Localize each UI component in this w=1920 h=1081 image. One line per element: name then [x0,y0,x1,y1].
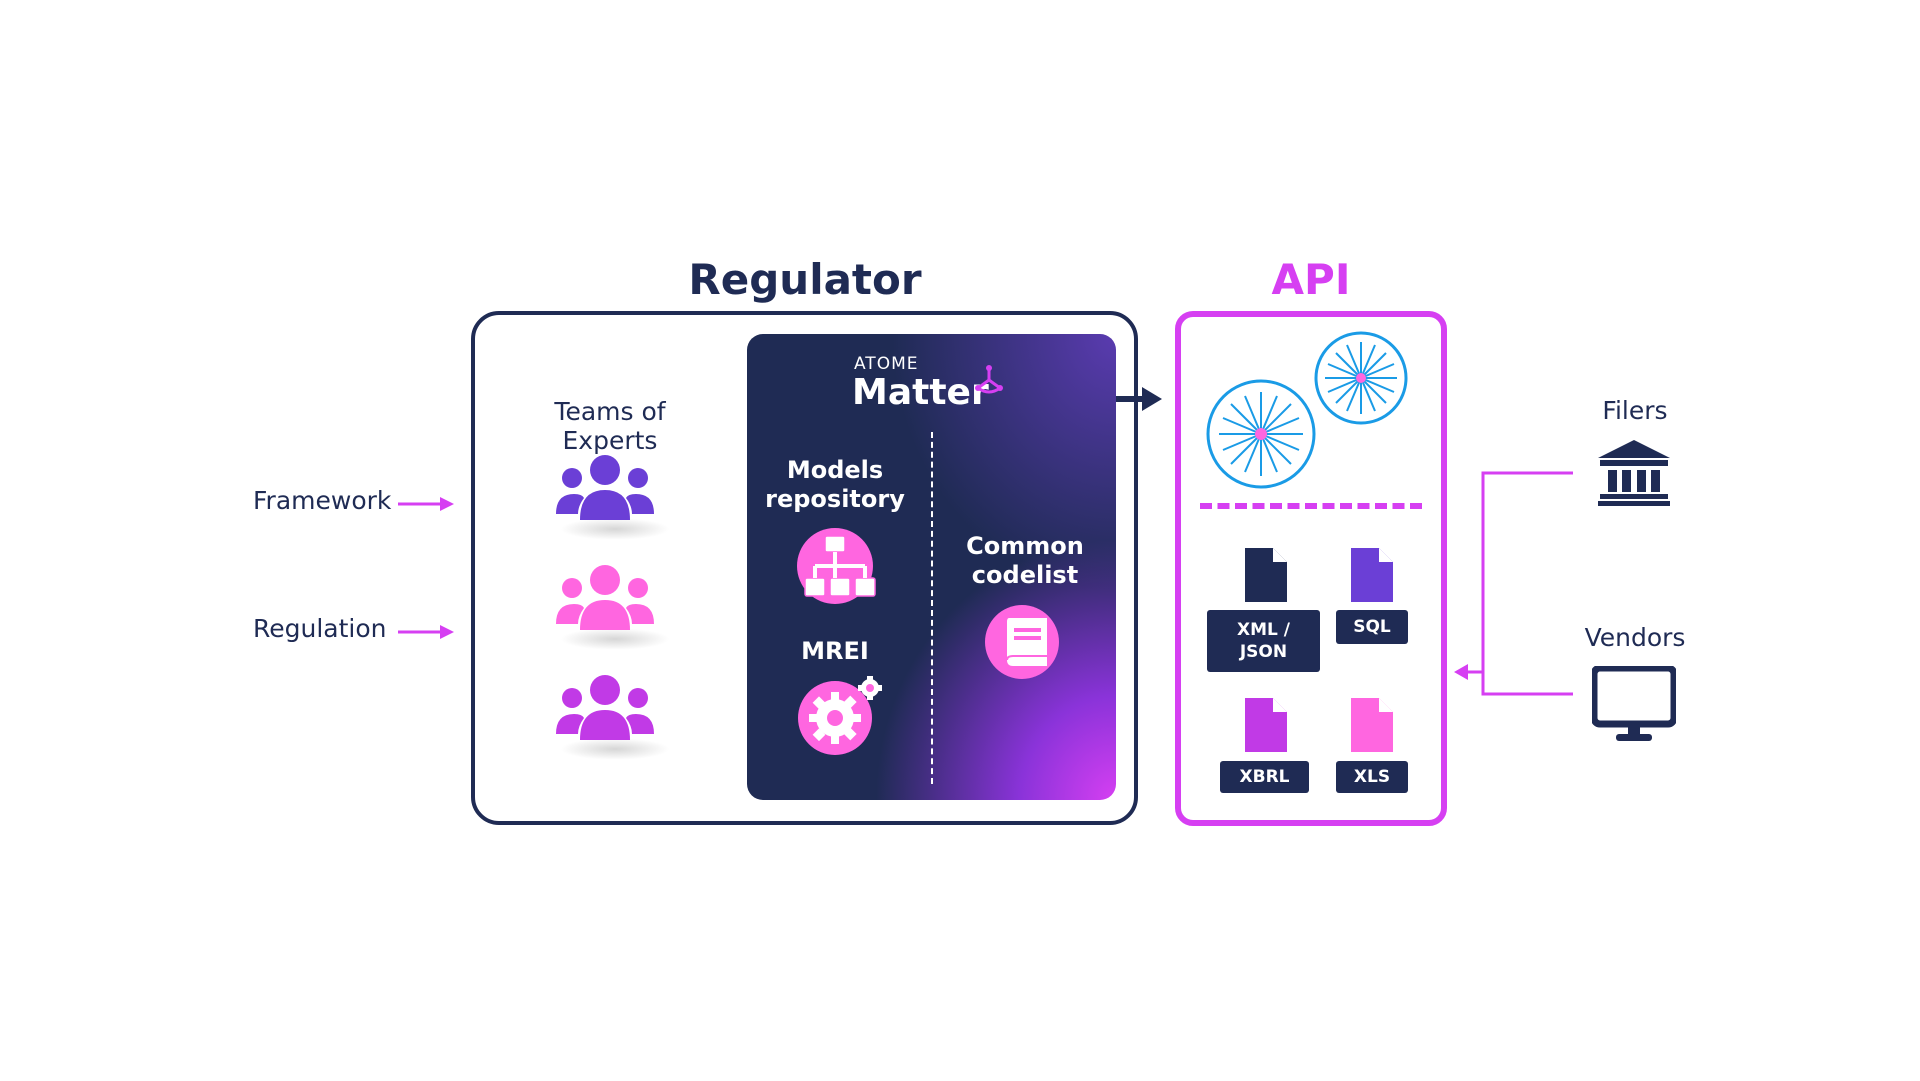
teams-of-experts-label: Teams of Experts [554,397,666,455]
api-title: API [1271,255,1351,304]
regulation-label: Regulation [253,614,387,643]
xbrl-label: XBRL [1220,761,1309,793]
xml-json-file-icon [1245,548,1287,602]
brand-matter: Matter [852,372,989,413]
common-codelist-icon [985,605,1059,679]
brand-logo-icon [975,365,1003,394]
team-pink-icon [556,565,654,630]
api-divider [1200,503,1422,509]
framework-label: Framework [253,486,392,515]
xls-file-icon [1351,698,1393,752]
mrei-icon [798,676,882,755]
api-box [1175,311,1447,826]
models-repository-icon [797,528,876,604]
sql-label: SQL [1336,610,1408,644]
api-connections-icon [1206,331,1408,489]
team-magenta-icon [556,675,654,740]
regulator-title: Regulator [688,255,922,304]
brand-atome: ATOME [854,354,919,374]
common-codelist-label: Common codelist [966,532,1084,589]
bank-building-icon [1598,440,1670,506]
vendors-label: Vendors [1584,623,1686,652]
xbrl-file-icon [1245,698,1287,752]
framework-arrow-icon [398,497,454,511]
to-api-arrow-icon [1116,387,1162,411]
filers-vendors-connector [1454,471,1573,696]
xls-label: XLS [1336,761,1408,793]
regulator-box [471,311,1138,825]
regulation-arrow-icon [398,625,454,639]
xml-json-label: XML / JSON [1207,610,1320,672]
monitor-icon [1592,666,1676,741]
team-purple-icon [556,455,654,520]
panel-divider [931,432,933,784]
models-repository-label: Models repository [765,456,905,513]
filers-label: Filers [1602,396,1668,425]
sql-file-icon [1351,548,1393,602]
mrei-label: MREI [801,637,869,665]
